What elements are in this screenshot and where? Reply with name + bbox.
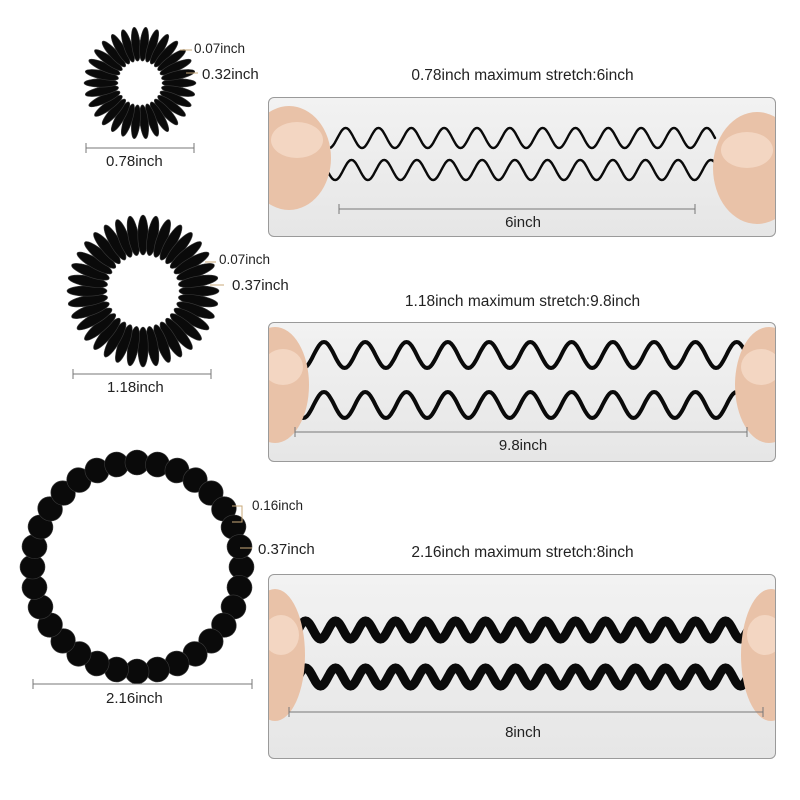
- large-stretch-photo-panel: 8inch: [268, 574, 776, 759]
- medium-stretch-photo-panel: 9.8inch: [268, 322, 776, 462]
- medium-width-label: 0.37inch: [232, 277, 289, 294]
- small-width-label: 0.32inch: [202, 66, 259, 83]
- small-stretch-title: 0.78inch maximum stretch:6inch: [411, 67, 634, 84]
- large-width-label: 0.37inch: [258, 541, 315, 558]
- large-diameter-label: 2.16inch: [106, 690, 163, 707]
- small-diameter-label: 0.78inch: [106, 153, 163, 170]
- medium-stretch-title: 1.18inch maximum stretch:9.8inch: [404, 293, 641, 310]
- medium-thickness-label: 0.07inch: [219, 252, 271, 267]
- small-stretched-coil-image: [269, 106, 775, 224]
- large-stretched-coil-image: [269, 589, 775, 721]
- medium-diameter-label: 1.18inch: [107, 379, 164, 396]
- small-stretch-length-label: 6inch: [505, 214, 541, 231]
- large-stretch-title: 2.16inch maximum stretch:8inch: [411, 544, 634, 561]
- medium-stretched-coil-image: [269, 327, 775, 443]
- small-thickness-label: 0.07inch: [194, 41, 246, 56]
- small-stretch-photo-panel: 6inch: [268, 97, 776, 237]
- large-thickness-label: 0.16inch: [252, 498, 304, 513]
- medium-stretch-length-label: 9.8inch: [498, 437, 548, 454]
- large-stretch-length-label: 8inch: [505, 724, 541, 741]
